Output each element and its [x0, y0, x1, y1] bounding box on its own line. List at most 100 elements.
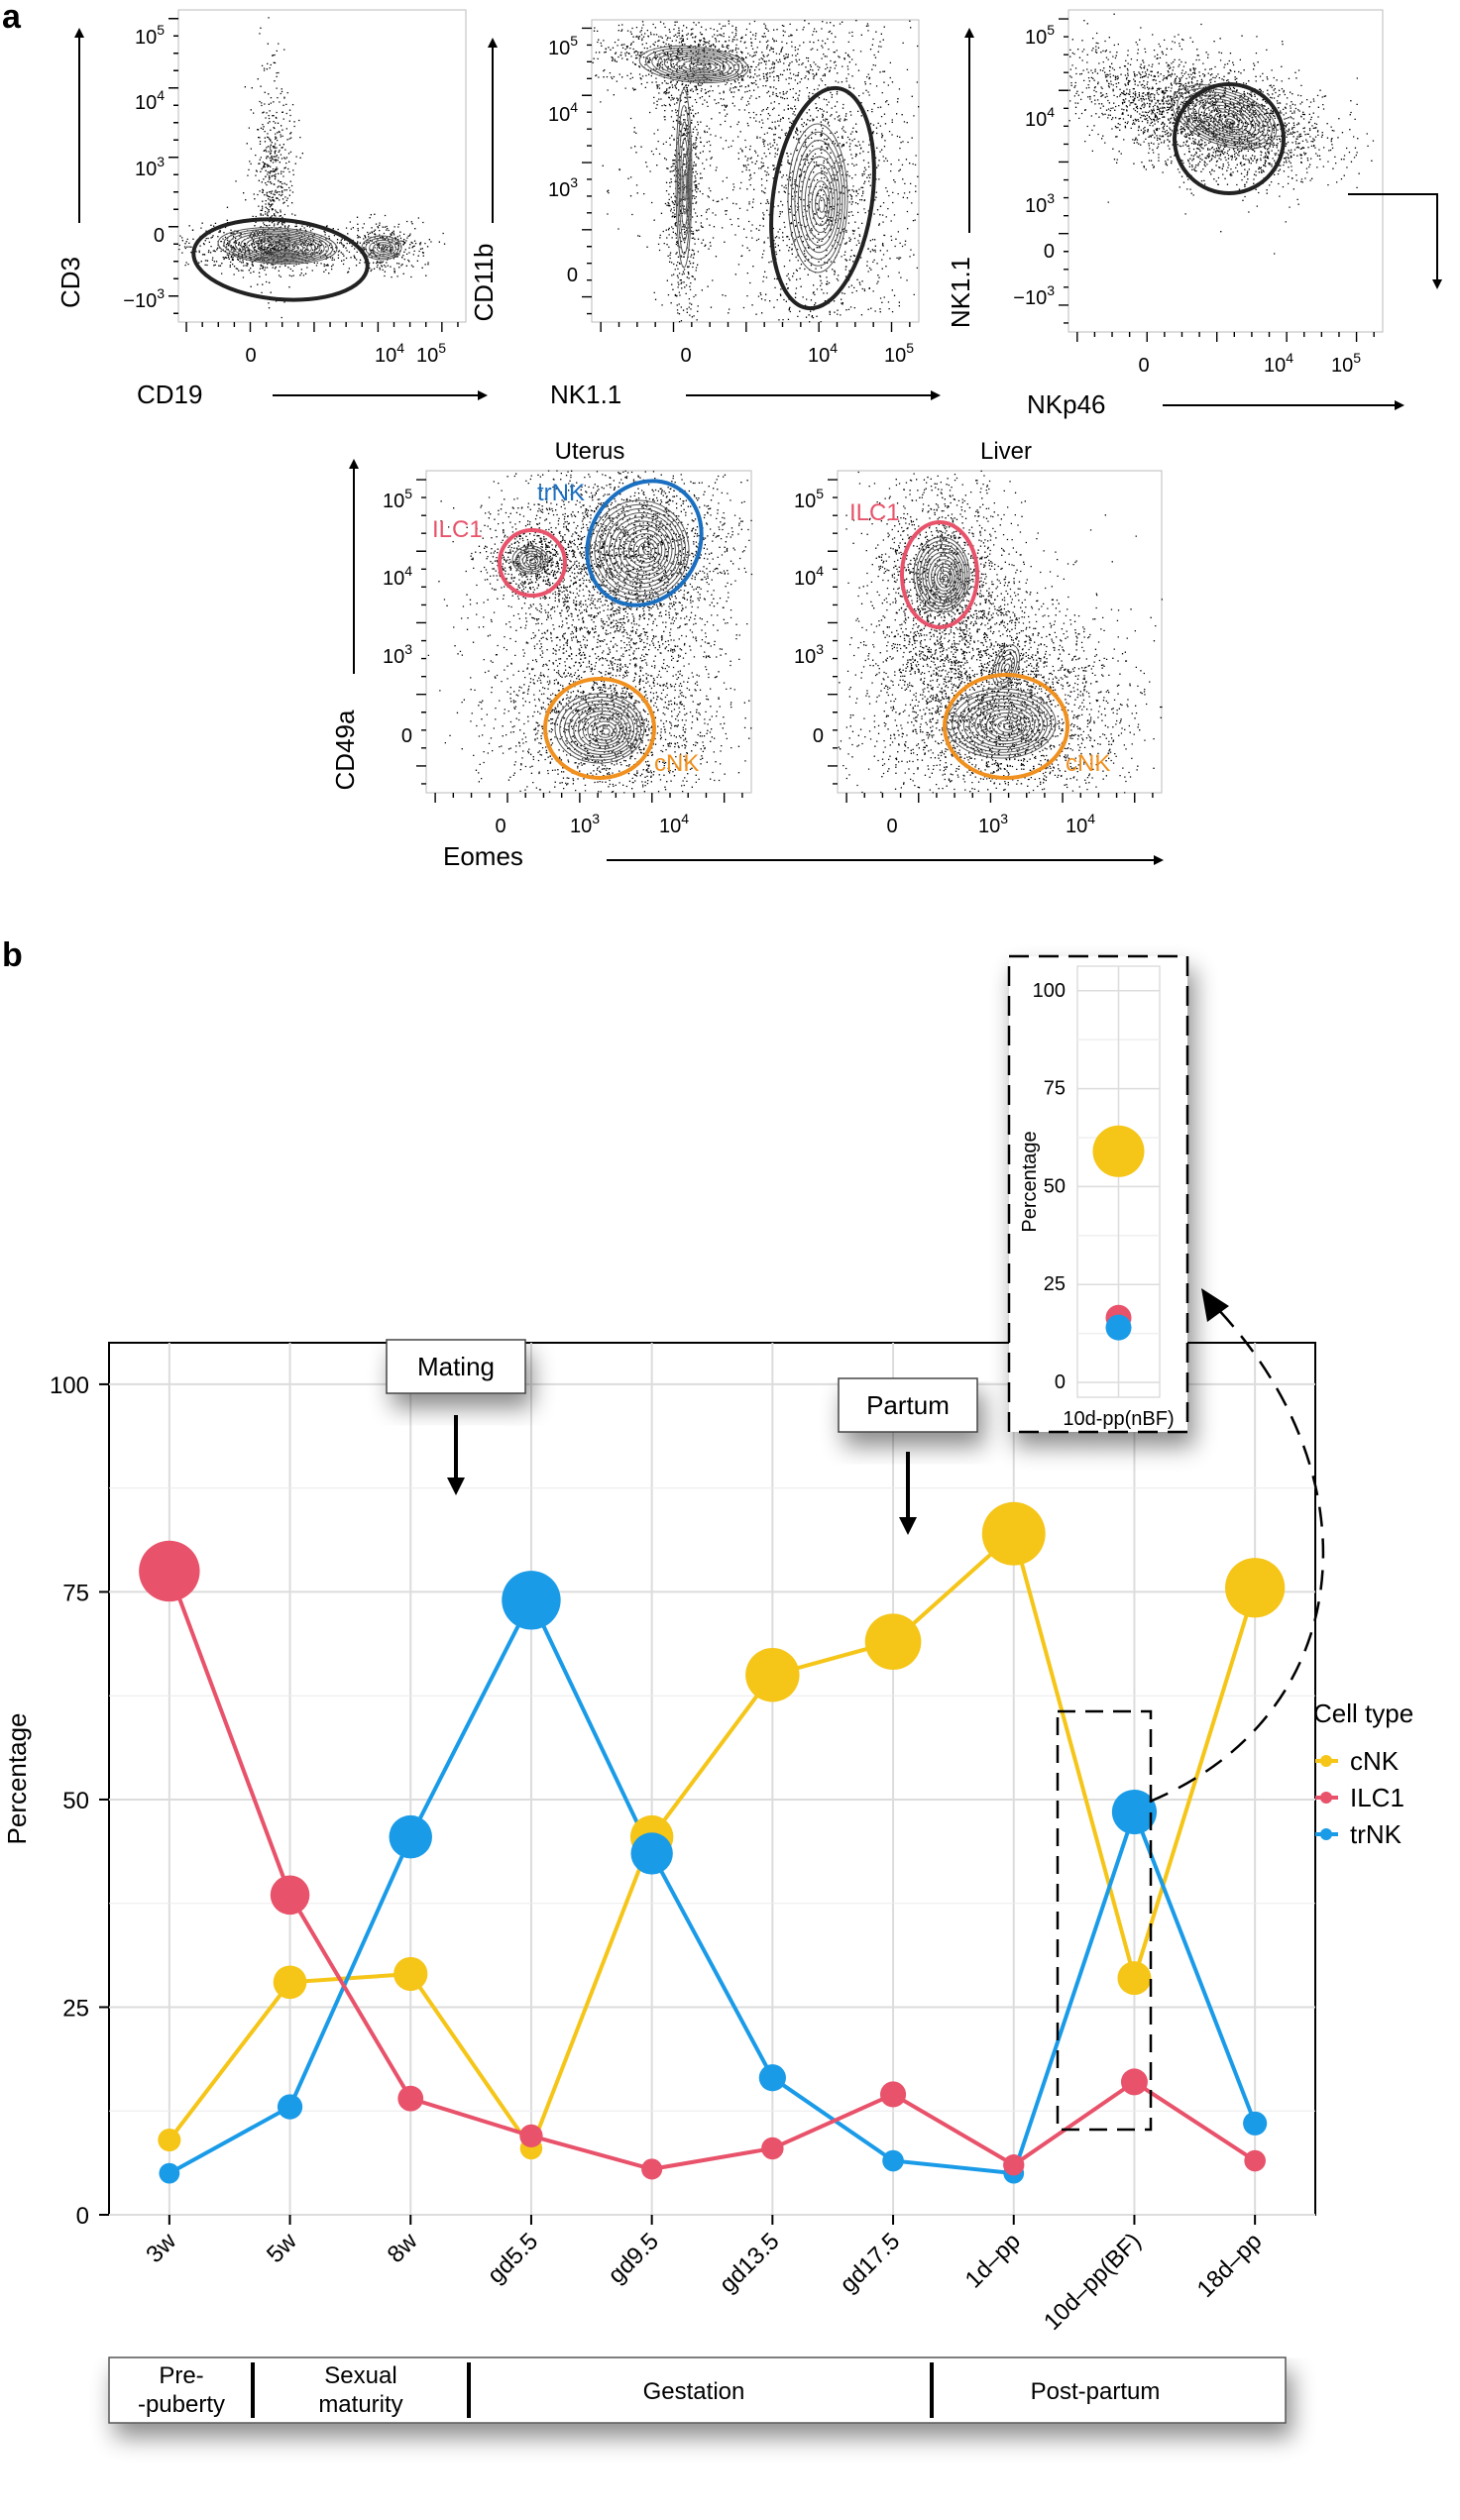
gate-ellipse: [769, 85, 876, 311]
contour-line: [695, 63, 708, 69]
contour-line: [1224, 118, 1236, 126]
y-tick-label: 0: [76, 2203, 89, 2230]
inset-y-axis-label: Percentage: [1019, 1131, 1041, 1232]
data-point-ILC1: [519, 2124, 543, 2148]
contour-line: [818, 196, 826, 213]
y-tick-label: 103: [383, 641, 412, 668]
contour-line: [217, 227, 338, 265]
contour-line: [240, 234, 321, 260]
gate-ellipse: [1173, 82, 1286, 195]
stage-label: Post-partum: [1031, 2378, 1161, 2405]
contour-line: [991, 644, 1021, 688]
scatter-density: [592, 20, 877, 133]
y-tick-label: 105: [383, 486, 412, 512]
contour-line: [644, 48, 744, 82]
contour-line: [962, 699, 1044, 750]
series-line-trNK: [168, 1595, 1258, 2176]
contour-line: [525, 555, 539, 567]
x-tick-label: 3w: [141, 2228, 181, 2268]
contour-line: [657, 52, 735, 79]
contour-line: [1208, 108, 1248, 133]
inset-connector: [1149, 1304, 1325, 1804]
contour-line: [528, 558, 536, 565]
scatter-density: [235, 17, 303, 319]
x-axis-label: CD19: [137, 380, 202, 409]
contour-line: [563, 700, 638, 758]
y-tick-label: 105: [1025, 22, 1055, 49]
contour-line: [1181, 91, 1269, 145]
highlight-box: [1056, 1709, 1153, 2132]
contour-line: [680, 138, 690, 228]
data-point-cNK: [745, 1648, 800, 1702]
stage-bar-box: [108, 2356, 1287, 2424]
legend-key-dot: [1320, 1828, 1332, 1840]
contour-line: [511, 545, 549, 575]
contour-line: [1003, 663, 1010, 673]
x-tick-label: 0: [495, 816, 505, 837]
contour-line: [922, 547, 964, 604]
contour-line: [1192, 97, 1261, 141]
contour-line: [974, 706, 1036, 745]
x-tick-label: 1d–pp: [960, 2228, 1026, 2293]
contour-line: [380, 246, 389, 252]
data-point-trNK: [159, 2162, 180, 2184]
y-tick-label: 100: [50, 1372, 89, 1399]
mating-annotation-label: Mating: [417, 1352, 495, 1381]
contour-line: [599, 507, 683, 593]
contour-line: [234, 232, 325, 261]
x-tick-label: 0: [886, 816, 897, 837]
gate-label-cnk: cNK: [1066, 750, 1110, 777]
y-tick-label: 105: [548, 33, 578, 59]
y-axis-label: CD49a: [330, 710, 360, 790]
contour-line: [682, 59, 717, 72]
y-tick-label: 104: [1025, 104, 1055, 131]
x-tick-label: 5w: [262, 2228, 302, 2268]
contour-line: [1214, 111, 1244, 131]
x-tick-label: gd13.5: [715, 2228, 785, 2298]
contour-line: [968, 702, 1040, 748]
contour-line: [609, 516, 676, 585]
contour-line: [627, 533, 663, 568]
contour-line: [596, 724, 615, 738]
contour-line: [587, 717, 621, 744]
contour-line: [928, 555, 959, 598]
inset-y-tick-label: 75: [1044, 1078, 1066, 1100]
contour-line: [997, 653, 1016, 681]
y-tick-label: 103: [794, 641, 824, 668]
contour-line: [939, 570, 952, 586]
contour-line: [365, 237, 399, 259]
contour-line: [670, 55, 726, 76]
y-tick-label: −103: [1013, 282, 1055, 309]
contour-line: [919, 544, 966, 607]
contour-line: [933, 563, 955, 592]
data-point-cNK: [158, 2129, 181, 2152]
contour-line: [246, 235, 317, 259]
contour-line: [1197, 101, 1257, 138]
contour-line: [683, 170, 687, 201]
contour-line: [521, 553, 541, 569]
contour-line: [604, 512, 680, 589]
contour-line: [1219, 115, 1240, 128]
partum-annotation-box: [838, 1377, 978, 1433]
contour-line: [1171, 84, 1278, 150]
axis-minor-ticks: [582, 27, 911, 332]
series-line-ILC1: [167, 1570, 1257, 2171]
gate-cnk: [943, 673, 1069, 780]
gate-label-ilc1: ILC1: [849, 499, 900, 526]
x-tick-label: 104: [1066, 811, 1095, 837]
contour-line: [925, 551, 961, 602]
y-axis-label: NK1.1: [946, 257, 975, 328]
y-tick-label: 103: [135, 154, 165, 180]
contour-line: [677, 105, 692, 255]
x-tick-label: 0: [245, 345, 256, 367]
x-tick-label: 104: [808, 340, 838, 367]
series-line-cNK: [168, 1530, 1258, 2153]
data-point-ILC1: [761, 2137, 784, 2160]
contour-line: [369, 239, 396, 257]
legend-label-trNK: trNK: [1350, 1819, 1403, 1849]
x-tick-label: gd9.5: [603, 2228, 664, 2289]
contour-line: [559, 697, 642, 761]
contour-line: [651, 50, 739, 80]
